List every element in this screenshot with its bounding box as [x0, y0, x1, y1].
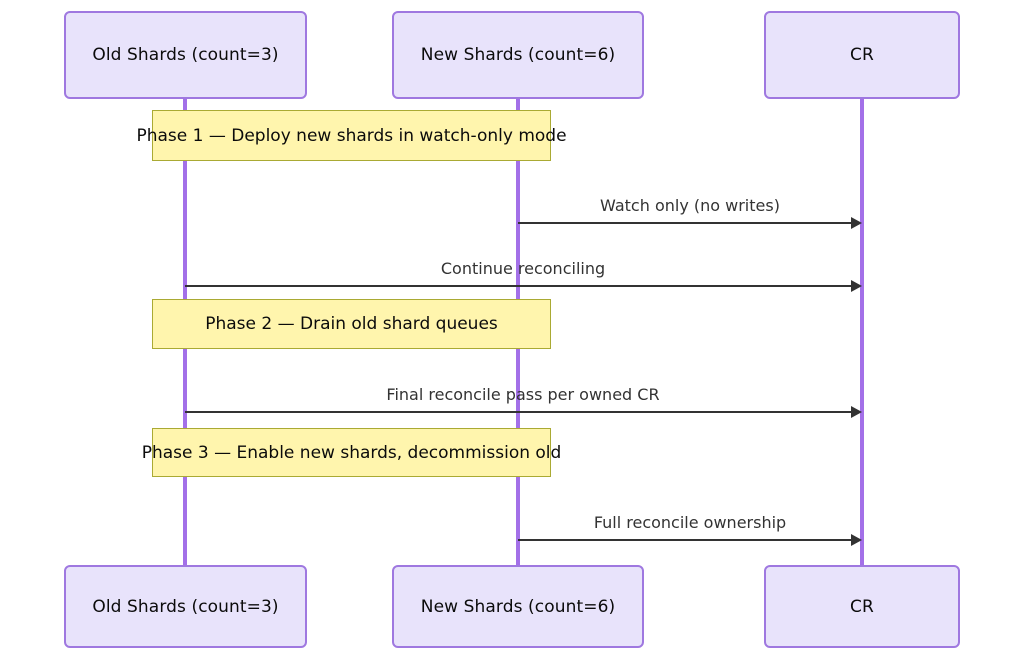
message-line [518, 539, 851, 541]
participant-cr-top[interactable]: CR [764, 11, 960, 99]
participant-new-shards-top[interactable]: New Shards (count=6) [392, 11, 644, 99]
message-label: Full reconcile ownership [593, 513, 787, 532]
arrow-head-icon [851, 280, 862, 292]
participant-label: New Shards (count=6) [420, 596, 616, 617]
note-label: Phase 1 — Deploy new shards in watch-onl… [136, 125, 567, 146]
arrow-head-icon [851, 217, 862, 229]
message-line [518, 222, 851, 224]
message-line [185, 285, 851, 287]
participant-old-shards-bottom[interactable]: Old Shards (count=3) [64, 565, 307, 648]
note-phase-3[interactable]: Phase 3 — Enable new shards, decommissio… [142, 428, 561, 477]
note-label: Phase 2 — Drain old shard queues [205, 314, 498, 334]
message-label: Continue reconciling [440, 259, 606, 278]
participant-label: Old Shards (count=3) [92, 596, 279, 617]
participant-label: CR [850, 596, 874, 617]
participant-label: New Shards (count=6) [420, 45, 616, 65]
message-label: Watch only (no writes) [600, 196, 780, 215]
note-phase-1[interactable]: Phase 1 — Deploy new shards in watch-onl… [136, 110, 567, 161]
arrow-head-icon [851, 534, 862, 546]
message-label: Final reconcile pass per owned CR [386, 385, 660, 404]
message-line [185, 411, 851, 413]
note-label: Phase 3 — Enable new shards, decommissio… [141, 442, 562, 463]
lifeline-cr [860, 99, 864, 565]
participant-label: Old Shards (count=3) [92, 45, 279, 65]
arrow-head-icon [851, 406, 862, 418]
participant-old-shards-top[interactable]: Old Shards (count=3) [64, 11, 307, 99]
note-phase-2[interactable]: Phase 2 — Drain old shard queues [152, 299, 551, 349]
participant-cr-bottom[interactable]: CR [764, 565, 960, 648]
participant-label: CR [850, 45, 874, 65]
participant-new-shards-bottom[interactable]: New Shards (count=6) [392, 565, 644, 648]
